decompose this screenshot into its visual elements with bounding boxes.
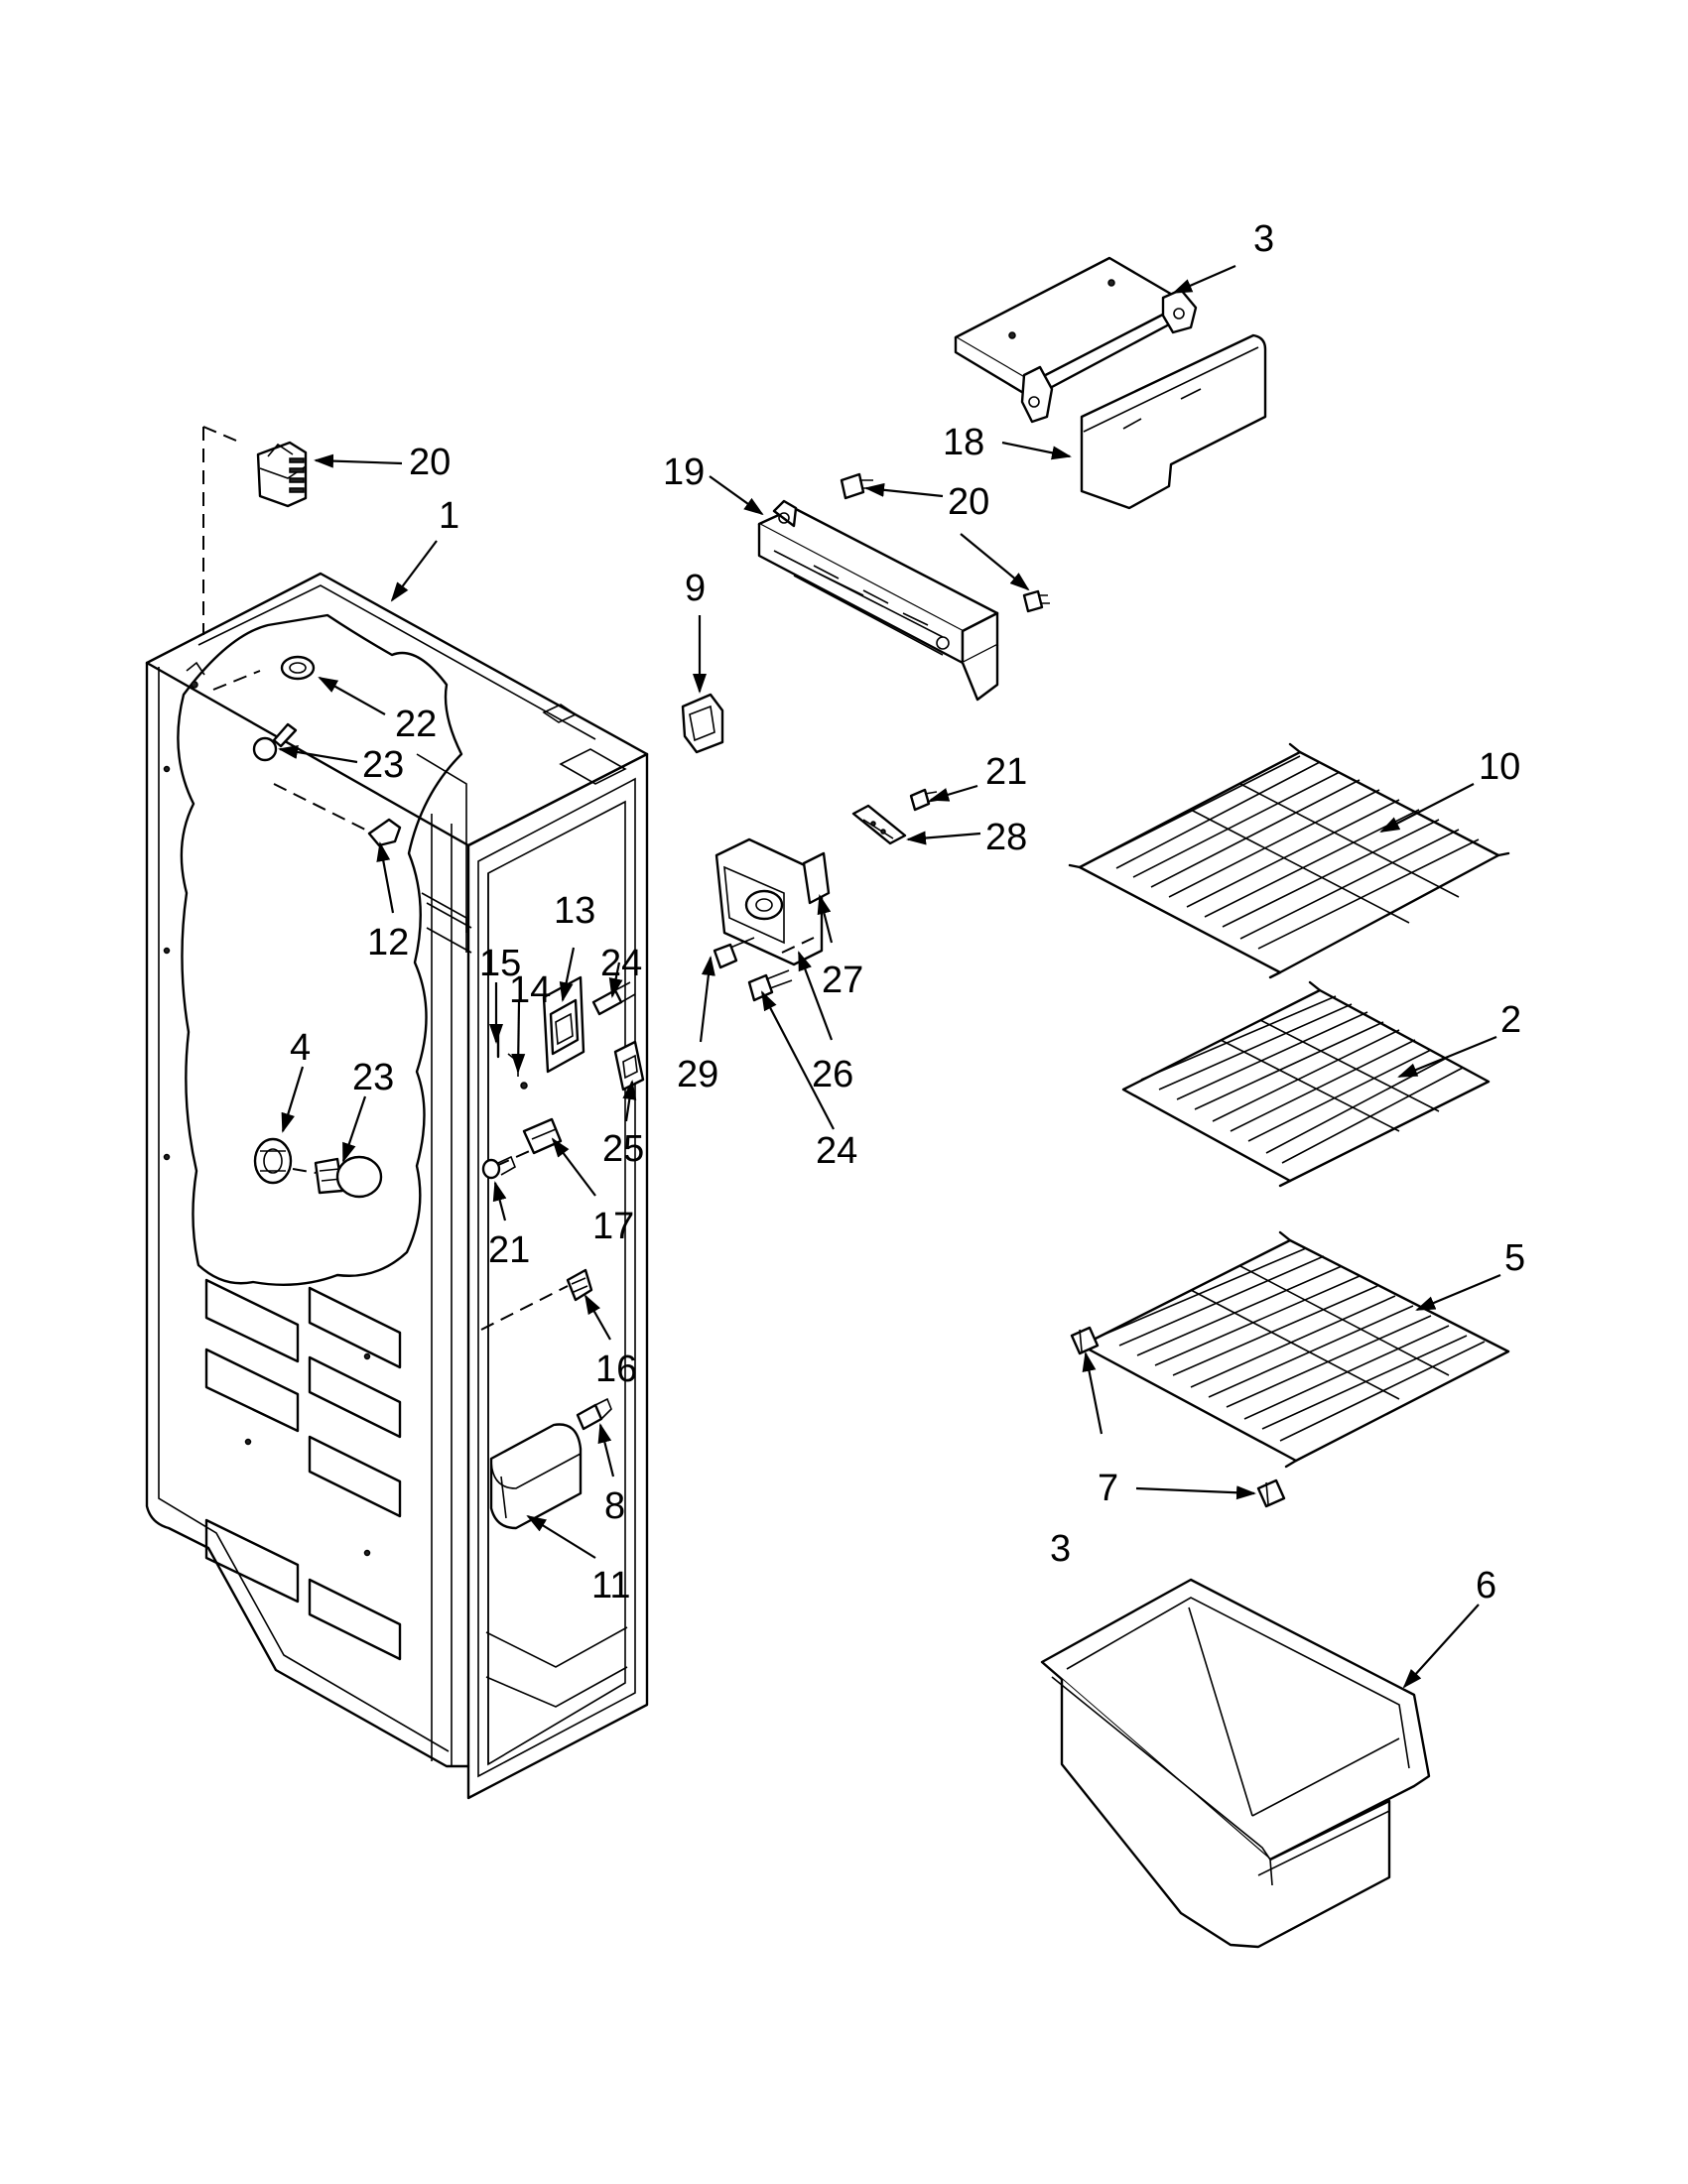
callout-24-housing: 24 (816, 1130, 857, 1172)
callout-25: 25 (602, 1128, 644, 1170)
callout-19: 19 (663, 451, 705, 493)
wire-shelf-part-5 (1080, 1230, 1510, 1469)
freezer-liner-part-1 (145, 572, 649, 1800)
callout-27: 27 (822, 960, 863, 1001)
callout-22: 22 (395, 704, 437, 745)
bracket-part-19 (757, 499, 999, 702)
callout-23-top: 23 (362, 744, 404, 786)
callout-26: 26 (812, 1054, 853, 1095)
control-parts-group (480, 975, 645, 1530)
callout-20-cabinet: 20 (409, 442, 451, 483)
callout-17: 17 (592, 1206, 634, 1247)
callout-8: 8 (604, 1485, 625, 1527)
callout-29: 29 (677, 1054, 718, 1095)
lamp-socket-and-bulb (253, 1137, 383, 1199)
callout-7: 7 (1098, 1468, 1118, 1509)
callout-20-bracket: 20 (948, 481, 989, 523)
light-housing-parts (186, 426, 402, 847)
callout-28: 28 (985, 817, 1027, 858)
wire-shelf-part-10 (1068, 742, 1510, 979)
callout-labels: 3 18 19 20 20 1 9 22 23 12 21 28 10 13 1… (290, 218, 1525, 1606)
callout-5: 5 (1504, 1237, 1525, 1279)
callout-3-bin: 3 (1050, 1528, 1071, 1570)
clip-part-9 (681, 693, 724, 754)
callout-23-lower: 23 (352, 1057, 394, 1098)
callout-21-top: 21 (985, 751, 1027, 793)
callout-9: 9 (685, 568, 706, 609)
callout-6: 6 (1476, 1565, 1496, 1606)
cover-panel-part-18 (1080, 333, 1267, 510)
callout-16: 16 (595, 1349, 637, 1390)
callout-2: 2 (1500, 999, 1521, 1041)
callout-18: 18 (943, 422, 984, 463)
callout-24-frame: 24 (600, 943, 642, 984)
callout-13: 13 (554, 890, 595, 932)
control-housing-assembly (713, 837, 831, 1002)
callout-10: 10 (1479, 746, 1520, 788)
callout-3-top: 3 (1253, 218, 1274, 260)
callout-15: 15 (479, 943, 521, 984)
callout-1: 1 (439, 495, 459, 537)
wire-shelf-part-2 (1121, 980, 1491, 1188)
hinge-bracket-part-3 (954, 256, 1198, 424)
storage-bin-part-6 (1040, 1578, 1431, 1949)
callout-12: 12 (367, 922, 409, 964)
shelf-end-caps-part-7 (1070, 1326, 1286, 1508)
callout-14: 14 (509, 969, 551, 1011)
callout-leaders (278, 264, 1501, 1689)
callout-11: 11 (591, 1565, 630, 1606)
screws-part-20 (840, 472, 1050, 613)
callout-4: 4 (290, 1027, 311, 1069)
control-board-part-28 (851, 788, 940, 845)
callout-21-lower: 21 (488, 1229, 530, 1271)
